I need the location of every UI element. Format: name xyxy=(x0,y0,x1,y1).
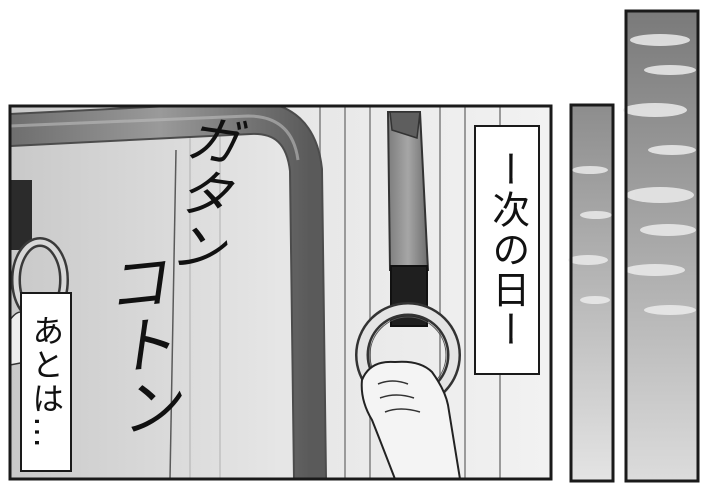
caption-next-day: ー次の日ー xyxy=(474,125,540,375)
caption-rest: あとは… xyxy=(20,292,72,472)
caption-next-day-text: ー次の日ー xyxy=(485,150,530,350)
main-panel xyxy=(8,104,553,481)
sky-panel-tall xyxy=(623,9,700,483)
caption-rest-text: あとは… xyxy=(27,314,66,450)
sky-panel-narrow xyxy=(568,103,615,483)
